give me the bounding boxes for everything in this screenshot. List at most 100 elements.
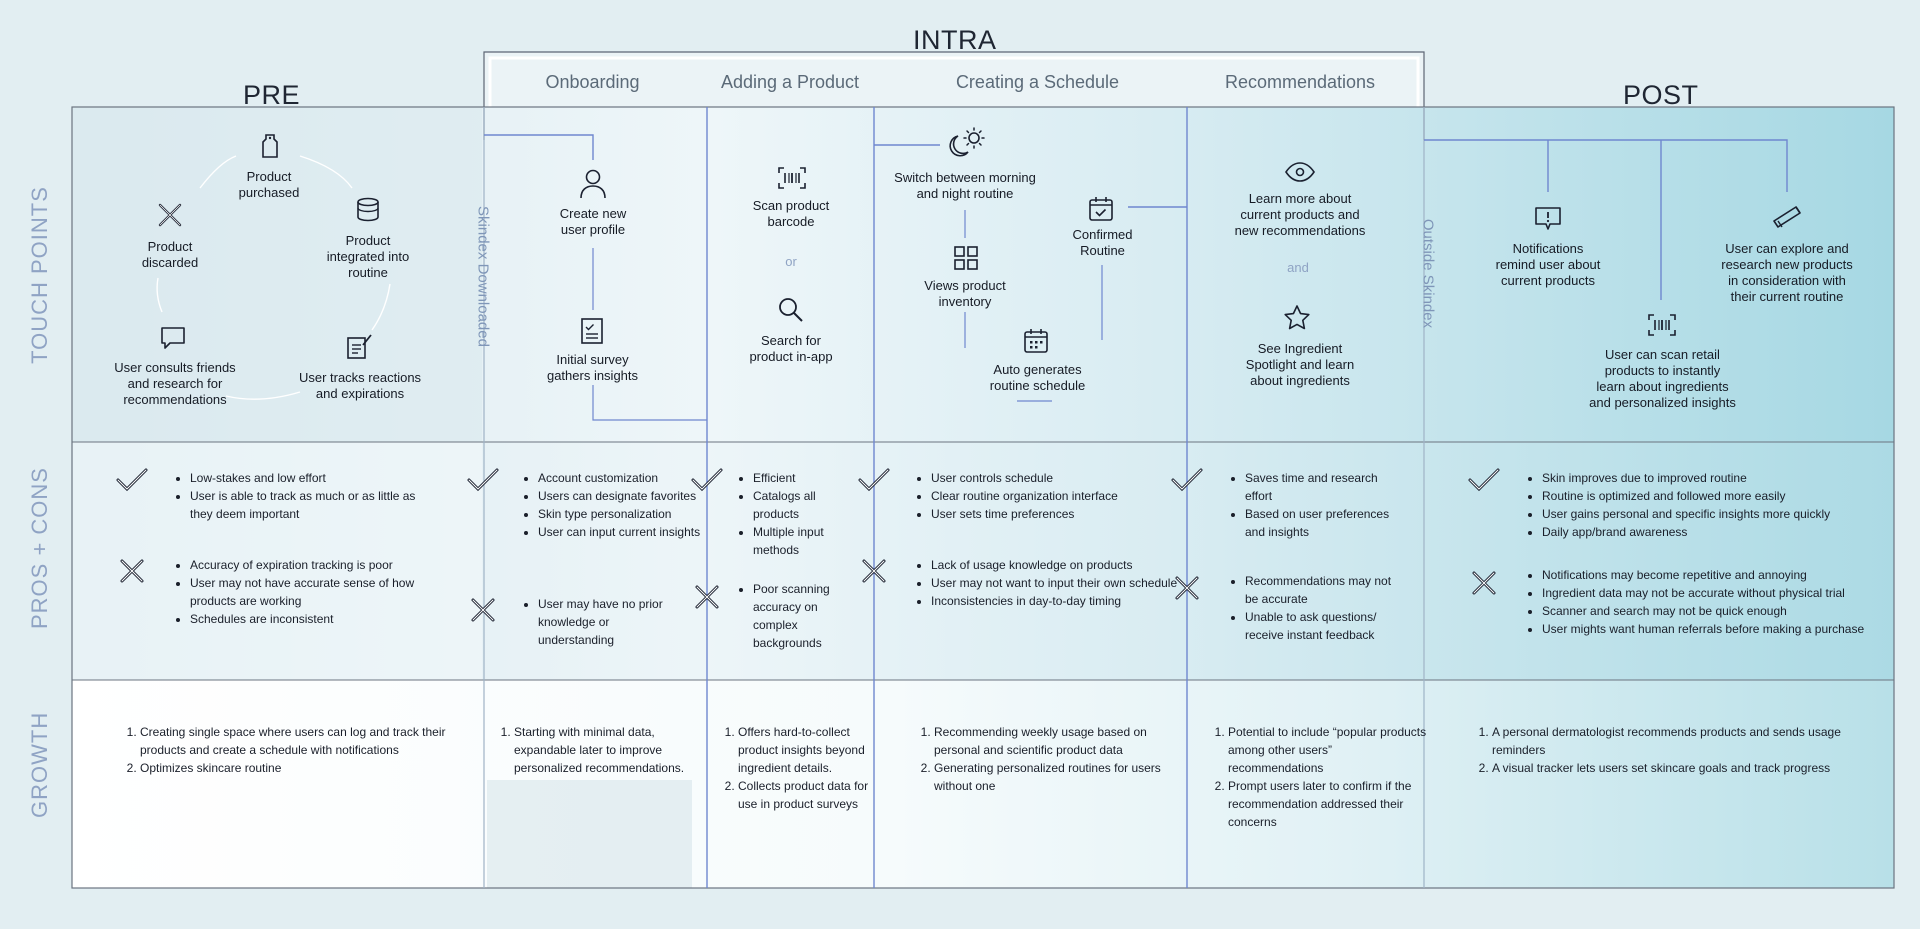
con-item: Inconsistencies in day-to-day timing [931,592,1181,610]
pro-item: Skin type personalization [538,505,708,523]
check-icon [466,466,500,499]
touchpoint-create-profile: Create new user profile [559,206,627,237]
pro-item: User is able to track as much or as litt… [190,487,425,523]
pro-item: Catalogs all products [753,487,853,523]
growth-item: Generating personalized routines for use… [934,759,1174,795]
barcode-retail-icon [1647,313,1677,337]
phase-title-post: POST [1623,80,1699,110]
check-icon [1467,466,1501,499]
notification-alert-icon [1533,205,1563,233]
touchpoint-initial-survey: Initial survey gathers insights [546,352,639,383]
touchpoint-explore-research: User can explore and research new produc… [1721,241,1853,304]
touchpoint-confirmed-routine: Confirmed Routine [1072,227,1133,258]
growth-list-pre: Creating single space where users can lo… [124,723,450,777]
pro-item: Daily app/brand awareness [1542,523,1882,541]
touchpoint-notifications: Notifications remind user about current … [1495,241,1601,288]
phase-title-intra: INTRA [913,25,997,55]
grid-inventory-icon [952,244,980,272]
touchpoint-scan-retail: User can scan retail products to instant… [1589,347,1736,410]
pros-list-recs: Saves time and research effort Based on … [1233,469,1405,541]
con-item: User may have no prior knowledge or unde… [538,595,688,649]
tag-icon [258,132,282,160]
pro-item: Clear routine organization interface [931,487,1181,505]
touchpoint-scan-barcode: Scan product barcode [752,198,830,229]
barcode-scan-icon [777,166,807,190]
growth-item: Recommending weekly usage based on perso… [934,723,1174,759]
pro-item: User controls schedule [931,469,1181,487]
user-profile-icon [578,168,608,200]
con-item: Lack of usage knowledge on products [931,556,1181,574]
x-con-icon [859,556,889,591]
pros-list-adding: Efficient Catalogs all products Multiple… [741,469,853,559]
cons-list-pre: Accuracy of expiration tracking is poor … [178,556,445,628]
growth-item: Collects product data for use in product… [738,777,878,813]
growth-list-schedule: Recommending weekly usage based on perso… [918,723,1174,795]
pro-item: Saves time and research effort [1245,469,1405,505]
chat-bubble-icon [159,325,187,351]
growth-item: A visual tracker lets users set skincare… [1492,759,1882,777]
growth-list-recs: Potential to include “popular products a… [1212,723,1428,831]
con-item: Poor scanning accuracy on complex backgr… [753,580,853,652]
pro-item: Account customization [538,469,708,487]
pro-item: Routine is optimized and followed more e… [1542,487,1882,505]
x-discard-icon [155,200,185,230]
subphase-recommendations: Recommendations [1224,72,1376,92]
check-icon [115,466,149,499]
touchpoint-user-consults: User consults friends and research for r… [114,360,236,407]
x-con-icon [692,582,722,617]
pros-list-onboarding: Account customization Users can designat… [526,469,708,541]
growth-item: Optimizes skincare routine [140,759,450,777]
growth-item: Creating single space where users can lo… [140,723,450,759]
x-con-icon [1172,573,1202,608]
pro-item: Users can designate favorites [538,487,708,505]
con-item: User may not want to input their own sch… [931,574,1181,592]
con-item: Scanner and search may not be quick enou… [1542,602,1872,620]
con-item: Notifications may become repetitive and … [1542,566,1872,584]
moon-sun-icon [942,126,986,162]
con-item: Unable to ask questions/ receive instant… [1245,608,1405,644]
touchpoint-learn-more: Learn more about current products and ne… [1234,191,1366,238]
con-item: User mights want human referrals before … [1542,620,1872,638]
con-item: Schedules are inconsistent [190,610,445,628]
pro-item: Efficient [753,469,853,487]
growth-item: Potential to include “popular products a… [1228,723,1428,777]
x-con-icon [1469,568,1499,603]
cons-list-recs: Recommendations may not be accurate Unab… [1233,572,1405,644]
pro-item: Based on user preferences and insights [1245,505,1405,541]
pro-item: User can input current insights [538,523,708,541]
subphase-adding-product: Adding a Product [720,72,860,92]
touchpoint-user-tracks: User tracks reactions and expirations [298,370,422,401]
cons-list-schedule: Lack of usage knowledge on products User… [919,556,1181,610]
check-icon [1170,466,1204,499]
cons-list-onboarding: User may have no prior knowledge or unde… [526,595,688,649]
pros-list-pre: Low-stakes and low effort User is able t… [178,469,425,523]
growth-list-onboarding: Starting with minimal data, expandable l… [498,723,709,777]
pro-item: Low-stakes and low effort [190,469,425,487]
con-item: Recommendations may not be accurate [1245,572,1405,608]
phase-title-pre: PRE [243,80,301,110]
cons-list-adding: Poor scanning accuracy on complex backgr… [741,580,853,652]
divider-label-downloaded: Skindex Downloaded [474,206,492,347]
growth-item: Offers hard-to-collect product insights … [738,723,878,777]
and-separator: and [1287,260,1309,275]
calendar-auto-icon [1022,327,1050,355]
growth-item: Prompt users later to confirm if the rec… [1228,777,1428,831]
cons-list-post: Notifications may become repetitive and … [1530,566,1872,638]
subphase-creating-schedule: Creating a Schedule [955,72,1120,92]
touchpoint-search-product: Search for product in-app [749,333,833,364]
search-icon [777,296,805,324]
pro-item: Skin improves due to improved routine [1542,469,1882,487]
growth-list-post: A personal dermatologist recommends prod… [1476,723,1882,777]
touchpoint-product-integrated: Product integrated into routine [326,233,410,280]
or-separator: or [785,254,797,269]
touchpoint-product-purchased: Product purchased [238,169,300,200]
growth-item: A personal dermatologist recommends prod… [1492,723,1882,759]
check-icon [690,466,724,499]
con-item: Ingredient data may not be accurate with… [1542,584,1872,602]
touchpoint-switch-routine: Switch between morning and night routine [894,170,1036,201]
x-con-icon [117,556,147,591]
survey-clipboard-icon [579,317,605,345]
touchpoint-auto-generates: Auto generates routine schedule [989,362,1086,393]
jar-icon [354,196,382,224]
notepad-pen-icon [345,333,373,361]
